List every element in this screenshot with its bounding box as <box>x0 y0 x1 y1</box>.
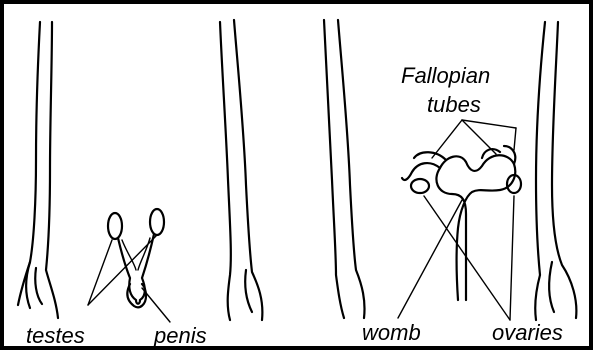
label-womb: womb <box>362 320 421 345</box>
male-figure <box>18 20 262 320</box>
label-fallopian-line1: Fallopian <box>401 63 490 88</box>
female-right-arm <box>535 22 576 320</box>
female-right-hand <box>549 262 554 312</box>
label-testes: testes <box>26 323 85 348</box>
male-right-arm <box>220 20 262 320</box>
male-right-hand <box>245 270 252 312</box>
fallopian-pointer-left <box>432 120 462 158</box>
womb-pointer <box>398 200 462 318</box>
male-left-hand <box>26 262 42 308</box>
label-fallopian-line2: tubes <box>427 92 481 117</box>
male-testis-left <box>108 213 122 239</box>
penis-pointer <box>142 288 170 322</box>
female-left-tube <box>402 152 446 180</box>
fallopian-pointer-mid <box>462 120 496 154</box>
ovaries-pointer-right <box>510 196 514 320</box>
label-ovaries: ovaries <box>492 320 563 345</box>
testes-pointer-left <box>88 240 112 305</box>
female-ovary-left <box>411 179 429 193</box>
female-uterus <box>436 155 515 300</box>
pointer-lines <box>88 120 516 322</box>
female-left-arm <box>324 20 365 318</box>
label-penis: penis <box>153 323 207 348</box>
male-testis-right <box>150 209 164 235</box>
fallopian-pointer-right <box>462 120 516 128</box>
male-left-arm <box>18 22 58 318</box>
fallopian-pointer-right-end <box>514 128 516 150</box>
